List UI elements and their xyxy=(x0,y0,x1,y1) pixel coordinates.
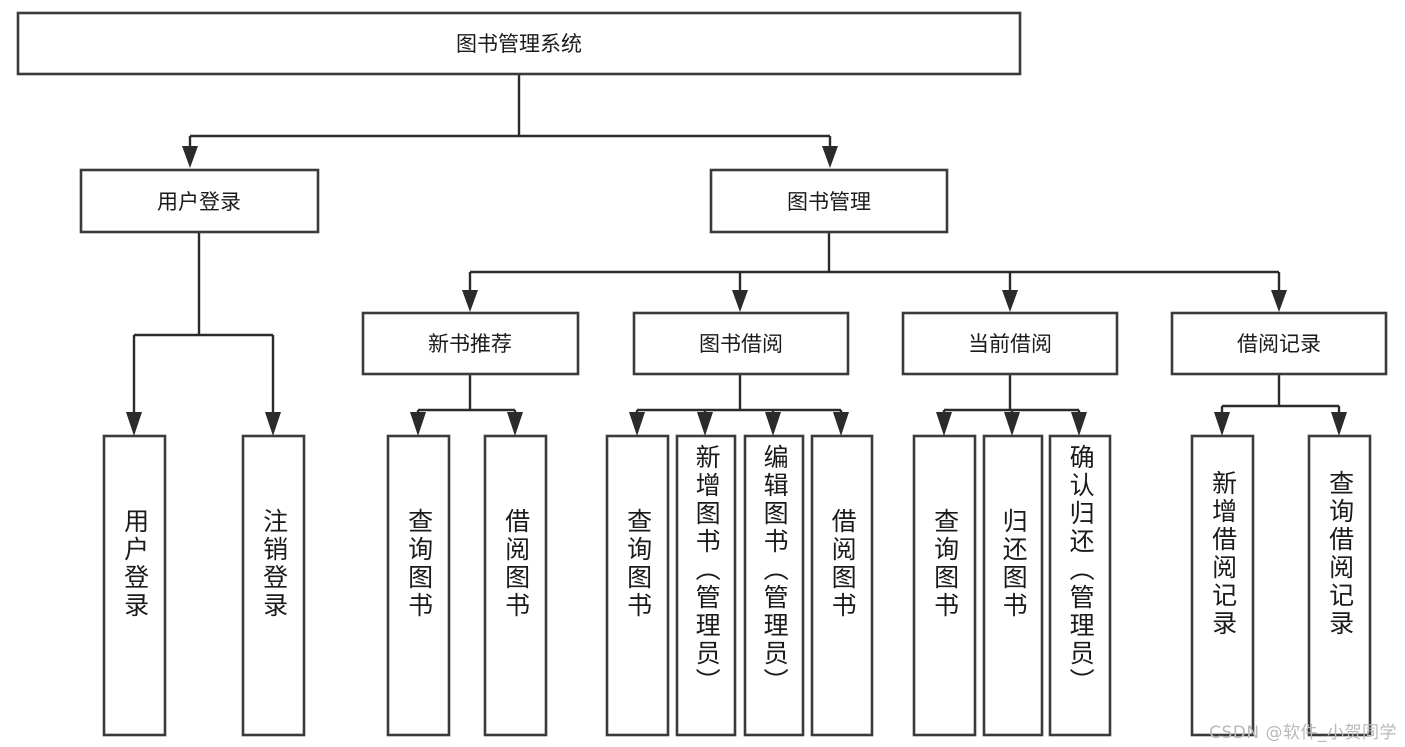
arrow-icon-to-borrow-record xyxy=(1271,290,1287,312)
leaf-query-book-1-box[interactable] xyxy=(386,434,451,737)
leaf-box-group xyxy=(102,434,1372,737)
arrow-icon-to-leaf-confirm-return xyxy=(1071,412,1087,436)
leaf-add-record-box[interactable] xyxy=(1190,434,1255,737)
node-new-book-recommend-label: 新书推荐 xyxy=(428,332,512,356)
leaf-borrow-book-2-box[interactable] xyxy=(810,434,874,737)
node-book-borrow-label: 图书借阅 xyxy=(699,332,783,356)
arrow-icon-to-leaf-return-book xyxy=(1004,412,1020,436)
arrow-icon-to-user-login xyxy=(182,146,198,168)
arrow-icon-to-leaf-add-book xyxy=(697,412,713,436)
watermark-text: CSDN @软件_小贺同学 xyxy=(1209,723,1397,743)
node-current-borrow-label: 当前借阅 xyxy=(968,332,1052,356)
arrow-icon-to-leaf-query-book-3 xyxy=(936,412,952,436)
node-book-manage[interactable]: 图书管理 xyxy=(709,168,949,234)
node-root[interactable]: 图书管理系统 xyxy=(16,11,1022,76)
node-root-box[interactable] xyxy=(16,11,1022,76)
leaf-query-book-2-box[interactable] xyxy=(605,434,670,737)
arrow-icon-to-book-manage xyxy=(822,146,838,168)
arrow-icon-to-leaf-query-record xyxy=(1331,412,1347,436)
node-new-book-recommend[interactable]: 新书推荐 xyxy=(361,311,580,376)
node-current-borrow-box[interactable] xyxy=(901,311,1119,376)
node-book-manage-label: 图书管理 xyxy=(787,190,871,214)
leaf-logout-login-box[interactable] xyxy=(241,434,306,737)
node-root-label: 图书管理系统 xyxy=(456,32,582,56)
arrow-icon-to-book-borrow xyxy=(732,290,748,312)
node-current-borrow[interactable]: 当前借阅 xyxy=(901,311,1119,376)
arrow-icon-to-leaf-logout-login xyxy=(265,412,281,436)
arrow-icon-to-new-book-recommend xyxy=(462,290,478,312)
node-book-manage-box[interactable] xyxy=(709,168,949,234)
node-user-login-box[interactable] xyxy=(79,168,320,234)
arrow-icon-to-leaf-borrow-book-2 xyxy=(833,412,849,436)
leaf-user-login-box[interactable] xyxy=(102,434,167,737)
node-new-book-recommend-box[interactable] xyxy=(361,311,580,376)
leaf-borrow-book-1-box[interactable] xyxy=(483,434,548,737)
leaf-edit-book-box[interactable] xyxy=(743,434,805,737)
node-borrow-record[interactable]: 借阅记录 xyxy=(1170,311,1388,376)
arrowhead-group xyxy=(126,146,1347,436)
arrow-icon-to-leaf-borrow-book-1 xyxy=(507,412,523,436)
arrow-icon-to-leaf-user-login xyxy=(126,412,142,436)
arrow-icon-to-leaf-add-record xyxy=(1214,412,1230,436)
node-borrow-record-box[interactable] xyxy=(1170,311,1388,376)
arrow-icon-to-leaf-edit-book xyxy=(765,412,781,436)
arrow-icon-to-current-borrow xyxy=(1002,290,1018,312)
arrow-icon-to-leaf-query-book-1 xyxy=(410,412,426,436)
leaf-confirm-return-box[interactable] xyxy=(1048,434,1112,737)
node-user-login[interactable]: 用户登录 xyxy=(79,168,320,234)
node-borrow-record-label: 借阅记录 xyxy=(1237,332,1321,356)
leaf-add-book-box[interactable] xyxy=(675,434,737,737)
leaf-query-record-box[interactable] xyxy=(1307,434,1372,737)
leaf-return-book-box[interactable] xyxy=(982,434,1044,737)
leaf-query-book-3-box[interactable] xyxy=(912,434,977,737)
node-user-login-label: 用户登录 xyxy=(157,190,241,214)
node-book-borrow[interactable]: 图书借阅 xyxy=(632,311,850,376)
arrow-icon-to-leaf-query-book-2 xyxy=(629,412,645,436)
node-book-borrow-box[interactable] xyxy=(632,311,850,376)
